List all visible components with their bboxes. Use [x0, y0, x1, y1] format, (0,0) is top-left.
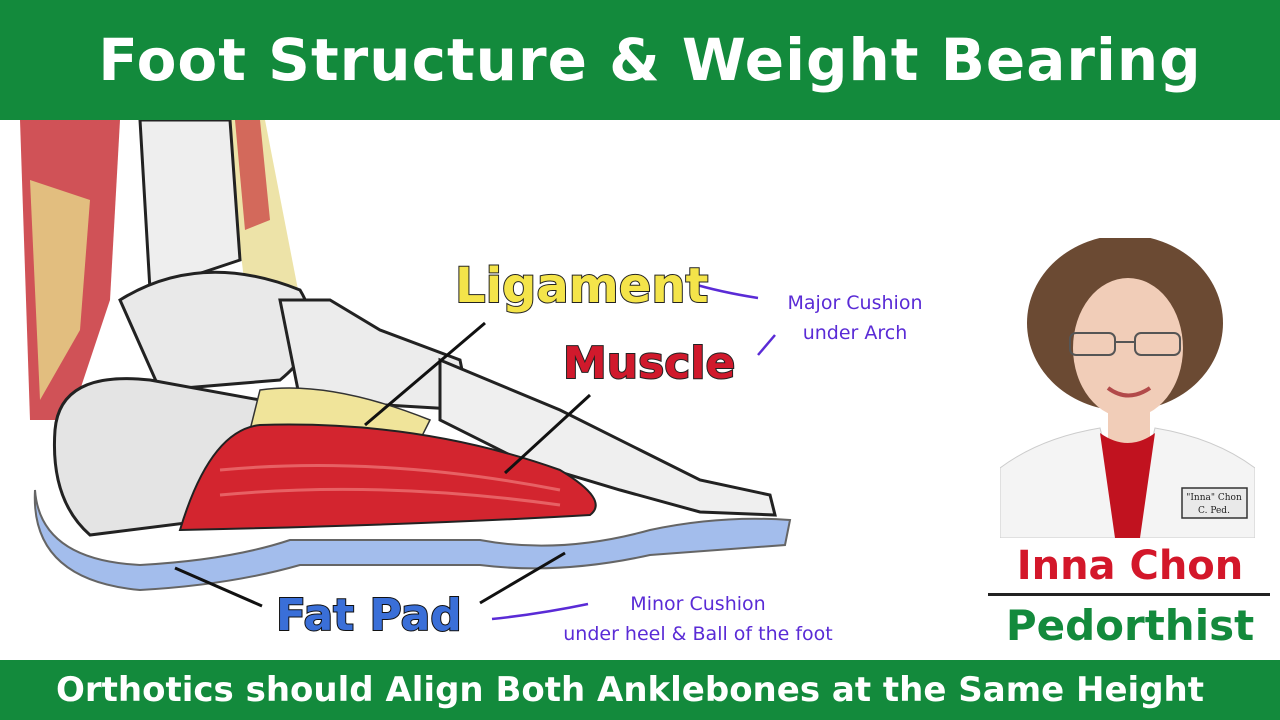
leg-muscle-right [235, 120, 270, 230]
glasses-left [1069, 332, 1116, 356]
major-cushion-note: Major Cushion under Arch [770, 288, 940, 348]
minor-cushion-line2: under heel & Ball of the foot [563, 623, 833, 645]
muscle-fibers [219, 464, 561, 507]
fat-pad-label: Fat Pad [275, 589, 463, 642]
ligament-note-stroke [689, 281, 759, 300]
badge-name: "Inna" Chon [1186, 493, 1242, 503]
fat-pad-pointer-heel [174, 566, 263, 608]
foot-anatomy-illustration [20, 120, 792, 621]
ligament-label: Ligament [454, 257, 709, 315]
minor-cushion-note: Minor Cushion under heel & Ball of the f… [548, 589, 848, 649]
face [1073, 278, 1183, 418]
tibia-bone [138, 120, 242, 293]
heel-fat-pad [33, 489, 792, 592]
name-badge [1181, 487, 1248, 519]
ligament-pointer [364, 321, 486, 427]
top-banner [0, 0, 1280, 120]
minor-cushion-line1: Minor Cushion [630, 593, 766, 615]
name-divider [988, 593, 1270, 596]
muscle-label: Muscle [562, 337, 736, 390]
metatarsal-bones [438, 357, 777, 517]
portrait-drawing: "Inna" Chon C. Ped. [1000, 238, 1255, 538]
glasses-right [1134, 332, 1181, 356]
major-cushion-line1: Major Cushion [787, 292, 923, 314]
muscle-pointer [503, 393, 592, 475]
bottom-caption: Orthotics should Align Both Anklebones a… [55, 670, 1204, 710]
muscle-note-stroke [757, 334, 776, 356]
red-top [1100, 433, 1155, 538]
badge-title: C. Ped. [1198, 506, 1230, 516]
page-title: Foot Structure & Weight Bearing [98, 26, 1202, 94]
presenter-name: Inna Chon [1016, 543, 1244, 589]
presenter-role: Pedorthist [1005, 601, 1255, 650]
fat-pad-note-stroke [491, 602, 589, 621]
presenter-portrait: "Inna" Chon C. Ped. [1000, 238, 1255, 538]
smile [1106, 386, 1152, 398]
major-cushion-line2: under Arch [802, 322, 908, 344]
plantar-muscle [178, 423, 597, 532]
fat-pad-pointer-ball [479, 551, 566, 605]
talus-bone [118, 270, 313, 392]
bottom-banner [0, 660, 1280, 720]
leg-tendon [30, 180, 90, 400]
